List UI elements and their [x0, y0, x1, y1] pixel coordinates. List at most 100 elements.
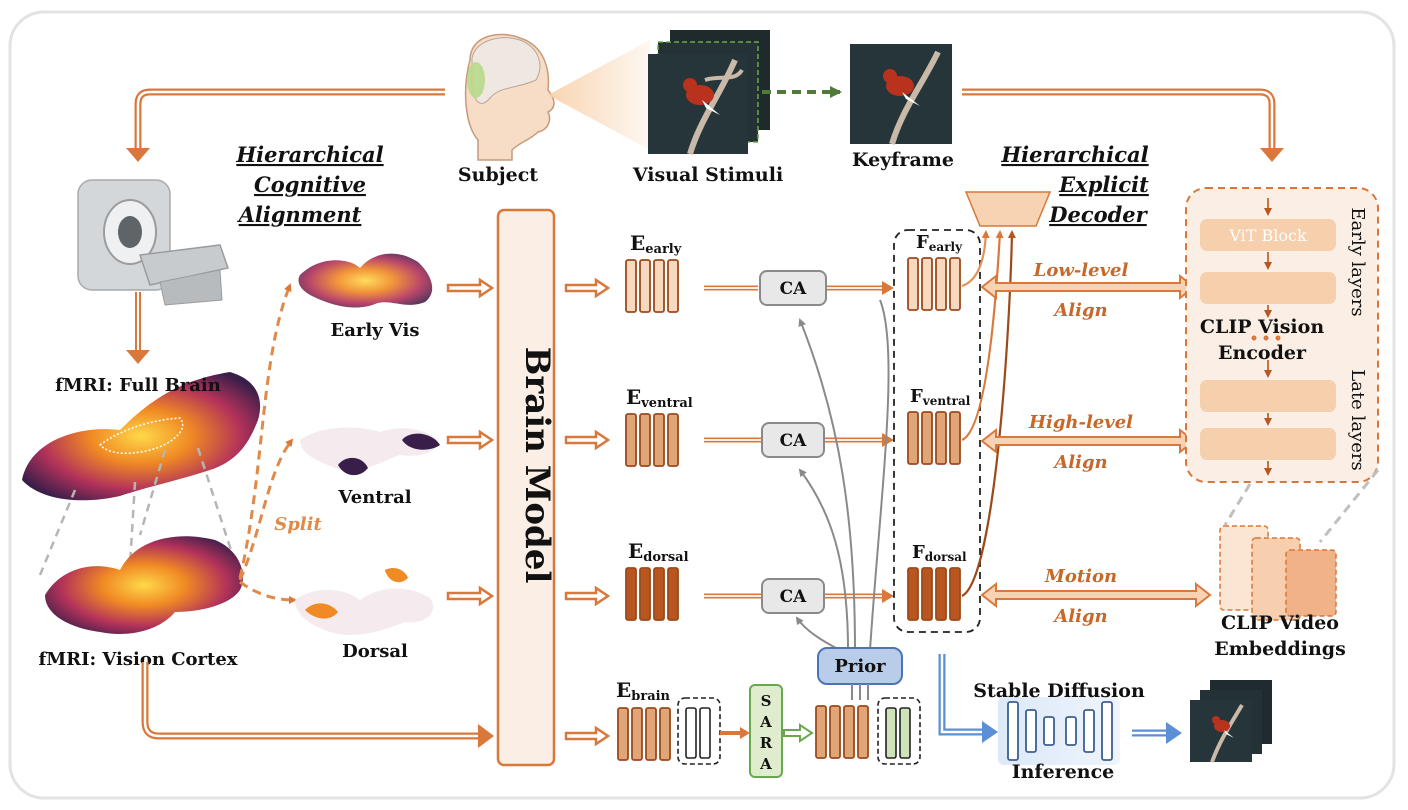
e-early-stack-token	[639, 259, 651, 313]
e-early-stack-token	[667, 259, 679, 313]
hed-title-line-3: Decoder	[1048, 202, 1148, 227]
prior-extra-box	[877, 697, 921, 765]
ellipsis-dots	[1251, 335, 1281, 341]
brain-model-block	[496, 208, 556, 767]
keyframe-label: Keyframe	[852, 149, 954, 171]
hed-title-line-2: Explicit	[1058, 172, 1149, 197]
e-ventral-stack-token	[667, 413, 679, 467]
prior-out-stack-token	[815, 705, 827, 759]
e-brain-stack-token	[659, 707, 671, 761]
visual-stimuli-frames	[648, 30, 770, 155]
vision-cortex-map	[45, 536, 243, 634]
e-brain-stack-token	[645, 707, 657, 761]
vit-block-2	[1200, 272, 1336, 304]
f-early-stack-token	[949, 257, 961, 311]
ca-box-early	[759, 270, 827, 306]
f-dorsal-stack-token	[907, 567, 919, 621]
align-labels: Low-level Align High-level Align Motion …	[1028, 260, 1133, 627]
dorsal-map	[295, 567, 434, 635]
sara-to-prior-arrow	[783, 723, 814, 743]
feature-labels: Fearly Fventral Fdorsal	[910, 232, 971, 564]
visual-stimuli-label: Visual Stimuli	[632, 164, 783, 186]
align-high-top: High-level	[1028, 412, 1133, 433]
f-ventral-stack	[907, 411, 961, 465]
vision-cortex-label: fMRI: Vision Cortex	[38, 649, 237, 670]
keyframe-image	[850, 44, 952, 145]
inference-label: Inference	[1012, 761, 1115, 783]
encoder-labels: Eearly Eventral Edorsal Ebrain	[616, 231, 693, 704]
svg-text:A: A	[759, 713, 772, 731]
prior-out-stack-token	[857, 705, 869, 759]
vit-block-1	[1200, 219, 1336, 251]
f-early-label: Fearly	[916, 232, 963, 254]
vit-block-3	[1200, 380, 1336, 412]
prior-out-stack	[815, 697, 921, 765]
prior-extra-token	[899, 707, 911, 759]
prior-input-lines	[851, 684, 869, 700]
ca-box-dorsal	[761, 578, 825, 614]
f-ventral-stack-token	[935, 411, 947, 465]
prior-out-stack-token	[843, 705, 855, 759]
e-brain-label: Ebrain	[616, 678, 671, 704]
e-brain-stack	[617, 697, 721, 765]
align-high-bottom: Align	[1052, 452, 1107, 473]
svg-text:R: R	[760, 734, 773, 752]
ca-box-ventral	[761, 422, 825, 458]
subject-label: Subject	[458, 164, 538, 186]
e-ventral-label: Eventral	[626, 385, 693, 411]
prior-out-stack-token	[829, 705, 841, 759]
e-dorsal-label: Edorsal	[628, 539, 689, 565]
e-early-stack-token	[625, 259, 637, 313]
f-dorsal-label: Fdorsal	[912, 542, 967, 564]
unet-bars	[1007, 701, 1113, 761]
e-dorsal-stack-token	[667, 567, 679, 621]
clip-video-embeddings	[1219, 525, 1337, 621]
e-brain-stack-token	[631, 707, 643, 761]
stable-diffusion-label: Stable Diffusion	[973, 680, 1145, 702]
e-dorsal-stack	[625, 567, 679, 621]
prior-extra-token	[885, 707, 897, 759]
full-brain-map	[22, 372, 261, 501]
f-early-stack-token	[921, 257, 933, 311]
encoder-blocks	[617, 257, 961, 765]
align-low-top: Low-level	[1033, 260, 1129, 281]
e-ventral-stack	[625, 413, 679, 467]
brain-model-label: Brain Model	[517, 347, 557, 584]
vit-block-4	[1200, 428, 1336, 460]
hca-title-line-3: Alignment	[237, 202, 362, 227]
clip-to-video-lines	[1223, 469, 1380, 543]
f-dorsal-stack-token	[949, 567, 961, 621]
e-early-stack	[625, 259, 679, 313]
feature-group-box	[893, 229, 981, 633]
late-layers-label: Late layers	[1347, 369, 1368, 470]
e-ventral-stack-token	[639, 413, 651, 467]
e-dorsal-stack-token	[639, 567, 651, 621]
align-motion-top: Motion	[1044, 566, 1117, 587]
e-dorsal-stack-token	[653, 567, 665, 621]
early-vis-map	[298, 253, 433, 308]
f-ventral-stack-token	[921, 411, 933, 465]
f-ventral-stack-token	[907, 411, 919, 465]
ebrain-extra-token	[699, 707, 711, 759]
clip-encoder-name-2: Encoder	[1218, 342, 1307, 364]
ca-label-early: CA	[780, 279, 808, 299]
clip-video-label-1: CLIP Video	[1221, 612, 1339, 634]
e-early-stack-token	[653, 259, 665, 313]
prior-feedback-lines	[795, 299, 890, 651]
projection-lines	[38, 447, 240, 576]
split-arrows	[238, 283, 297, 604]
hca-title-line-1: Hierarchical	[235, 142, 383, 167]
f-early-stack-token	[907, 257, 919, 311]
vit-block-label: ViT Block	[1228, 226, 1307, 245]
ebrain-extra-token	[685, 707, 697, 759]
e-dorsal-stack-token	[625, 567, 637, 621]
f-early-stack	[907, 257, 961, 311]
align-motion-bottom: Align	[1052, 606, 1107, 627]
model-to-encoder-arrows	[564, 277, 611, 747]
f-dorsal-stack-token	[921, 567, 933, 621]
hca-title-line-2: Cognitive	[254, 172, 366, 197]
hed-title-line-1: Hierarchical	[1000, 142, 1148, 167]
clip-encoder-name-1: CLIP Vision	[1200, 316, 1324, 338]
f-dorsal-stack	[907, 567, 961, 621]
